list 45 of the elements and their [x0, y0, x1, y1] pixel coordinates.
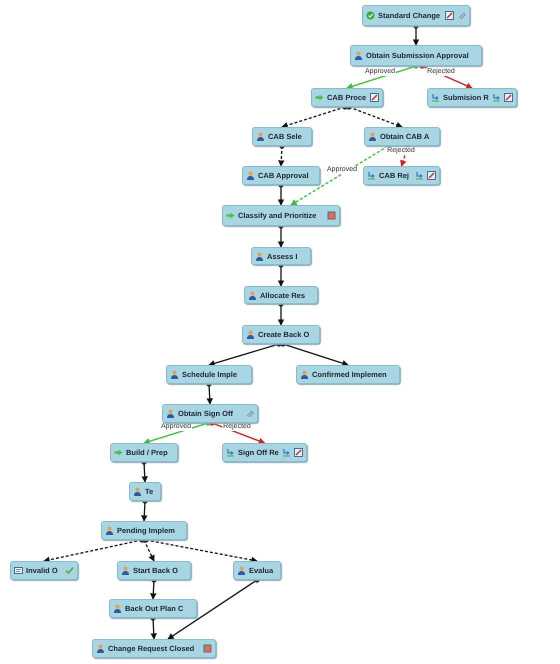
arrow — [412, 23, 420, 46]
task-box — [166, 365, 252, 384]
task-box — [296, 365, 400, 384]
arrow — [150, 577, 157, 600]
arrow — [141, 498, 148, 522]
task-box — [311, 88, 383, 107]
dashed-arrow — [400, 143, 411, 167]
task-box — [251, 247, 311, 265]
dashed-arrow — [346, 104, 403, 128]
task-box — [101, 521, 187, 540]
task-box — [427, 88, 517, 107]
arrow — [167, 577, 260, 640]
task-box — [92, 639, 216, 658]
arrow — [278, 223, 284, 248]
task-box — [109, 599, 197, 618]
task-box — [110, 443, 178, 462]
arrow — [278, 182, 284, 206]
task-box — [242, 325, 320, 344]
dashed-arrow — [143, 537, 258, 564]
dashed-arrow — [290, 143, 391, 206]
arrow — [278, 301, 284, 326]
task-box — [233, 561, 281, 580]
task-box — [222, 443, 307, 462]
task-box — [242, 166, 320, 185]
dashed-arrow — [43, 537, 145, 563]
dashed-arrow — [281, 104, 348, 128]
arrow — [206, 381, 213, 405]
task-box — [244, 286, 318, 304]
arrow — [150, 615, 157, 640]
task-box — [162, 404, 258, 423]
task-box — [362, 5, 470, 26]
arrow — [280, 341, 349, 366]
task-box — [117, 561, 191, 580]
arrow — [208, 341, 282, 366]
task-box — [364, 127, 440, 146]
task-box — [222, 205, 340, 226]
task-box — [350, 45, 482, 66]
dashed-arrow — [278, 143, 285, 167]
task-box — [363, 166, 440, 185]
task-box — [252, 127, 312, 146]
task-box — [129, 482, 161, 501]
arrow — [141, 459, 148, 483]
arrow — [143, 420, 211, 444]
task-box — [10, 561, 78, 580]
arrow — [278, 262, 284, 287]
